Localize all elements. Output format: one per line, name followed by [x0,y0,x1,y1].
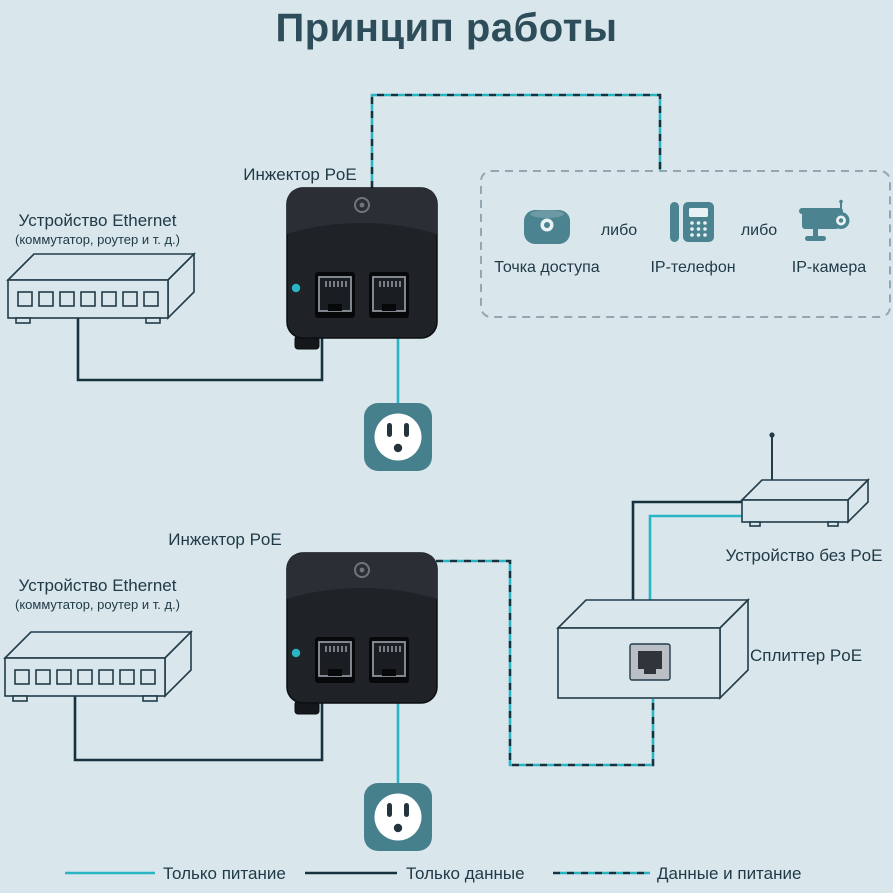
ip-phone-label: IP-телефон [650,259,736,276]
ethernet-switch-top [7,253,195,324]
no-poe-device [741,431,869,527]
ethernet-device-sub-bottom: (коммутатор, роутер и т. д.) [15,597,180,613]
or-separator-1: либо [600,222,638,239]
connection-bottom-data-and-power [436,559,655,767]
connection-bottom-data-only [73,692,324,762]
connection-top-data-only [76,314,324,382]
poe-injector-bottom [286,552,438,715]
connection-splitter-data [631,500,780,615]
ip-phone-icon [670,202,714,242]
injector-label-top: Инжектор PoE [243,165,357,184]
legend-data-and-power-label: Данные и питание [657,864,802,883]
poe-splitter [557,599,749,699]
connection-top-data-and-power [370,93,662,188]
connection-splitter-power [648,514,780,615]
injector-label-bottom: Инжектор PoE [168,530,282,549]
powered-devices-box [480,170,891,318]
power-outlet-top-icon [364,403,432,471]
ip-camera-label: IP-камера [791,259,867,276]
ethernet-device-label-bottom: Устройство Ethernet (коммутатор, роутер … [0,575,195,613]
splitter-label: Сплиттер PoE [750,646,863,665]
ethernet-device-sub-top: (коммутатор, роутер и т. д.) [15,232,180,248]
poe-injector-top [286,187,438,350]
no-poe-device-label: Устройство без PoE [725,546,883,565]
ethernet-device-name-bottom: Устройство Ethernet [18,576,177,595]
access-point-icon [524,210,570,244]
ethernet-switch-bottom [4,631,192,702]
legend-power-only-label: Только питание [163,864,286,883]
page-title: Принцип работы [275,6,618,50]
or-separator-2: либо [740,222,778,239]
power-outlet-bottom-icon [364,783,432,851]
ethernet-device-name-top: Устройство Ethernet [18,211,177,230]
ethernet-device-label-top: Устройство Ethernet (коммутатор, роутер … [0,210,195,248]
access-point-label: Точка доступа [494,259,600,276]
ip-camera-icon [798,198,851,242]
legend-data-only-label: Только данные [406,864,525,883]
